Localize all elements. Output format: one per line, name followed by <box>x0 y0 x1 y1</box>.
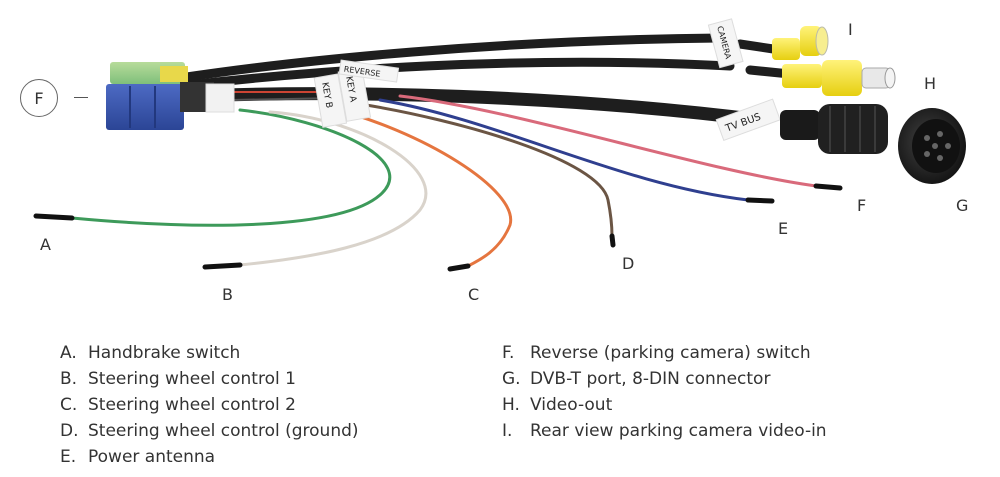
legend-item: F. Reverse (parking camera) switch <box>502 340 827 366</box>
legend-item: B. Steering wheel control 1 <box>60 366 359 392</box>
legend-text: Reverse (parking camera) switch <box>530 343 811 363</box>
legend-letter: C. <box>60 395 78 415</box>
legend-text: Rear view parking camera video-in <box>530 421 827 441</box>
harness-drawing: KEY B KEY A REVERSE CAMERA TV BUS <box>33 18 966 272</box>
key-b-tag: KEY B <box>319 82 333 109</box>
callout-dash <box>74 97 88 98</box>
harness-illustration: KEY B KEY A REVERSE CAMERA TV BUS <box>20 18 969 304</box>
callout-f-circle: F <box>20 79 58 117</box>
rca-connector-video-out <box>782 60 896 96</box>
black-cables <box>175 33 795 127</box>
callout-f: F <box>857 196 867 215</box>
legend-text: Power antenna <box>88 447 216 467</box>
wire-white <box>238 110 428 267</box>
wire-brown <box>358 102 614 238</box>
legend-item: C. Steering wheel control 2 <box>60 392 359 418</box>
thin-wires <box>70 91 818 268</box>
callout-b: B <box>222 285 233 304</box>
wire-orange <box>328 106 513 268</box>
legend-text: Steering wheel control 1 <box>88 369 296 389</box>
legend-item: G. DVB-T port, 8-DIN connector <box>502 366 827 392</box>
legend-text: Steering wheel control (ground) <box>88 421 359 441</box>
callout-g: G <box>956 196 969 215</box>
legend-text: Steering wheel control 2 <box>88 395 296 415</box>
callout-d: D <box>622 254 635 273</box>
legend-text: Video-out <box>530 395 613 415</box>
legend-letter: A. <box>60 343 77 363</box>
key-a-tag: KEY A <box>343 76 358 104</box>
legend-item: E. Power antenna <box>60 444 359 470</box>
cable-tags: KEY B KEY A REVERSE CAMERA TV BUS <box>313 18 781 141</box>
legend-text: Handbrake switch <box>88 343 241 363</box>
legend-item: D. Steering wheel control (ground) <box>60 418 359 444</box>
legend-letter: I. <box>502 421 513 441</box>
legend-right: F. Reverse (parking camera) switch G. DVB-… <box>502 340 827 444</box>
legend-item: A. Handbrake switch <box>60 340 359 366</box>
legend-left: A. Handbrake switch B. Steering wheel cont… <box>60 340 359 470</box>
wire-pink <box>398 94 818 188</box>
rca-connector-camera-in <box>772 26 829 60</box>
legend-text: DVB-T port, 8-DIN connector <box>530 369 771 389</box>
main-connector <box>106 62 235 130</box>
legend-item: H. Video-out <box>502 392 827 418</box>
legend-letter: H. <box>502 395 520 415</box>
legend-letter: D. <box>60 421 79 441</box>
legend-letter: B. <box>60 369 78 389</box>
wire-blue <box>378 98 750 202</box>
wire-green <box>70 108 392 227</box>
wire-terminals <box>33 183 843 272</box>
legend-letter: G. <box>502 369 521 389</box>
callout-h: H <box>924 74 937 93</box>
legend-letter: F. <box>502 343 515 363</box>
callout-e: E <box>778 219 789 238</box>
din-connector <box>780 104 966 184</box>
callout-i: I <box>848 20 853 39</box>
callout-f-circle-letter: F <box>34 88 44 108</box>
legend-letter: E. <box>60 447 77 467</box>
legend-item: I. Rear view parking camera video-in <box>502 418 827 444</box>
callout-c: C <box>468 285 480 304</box>
callout-a: A <box>40 235 51 254</box>
